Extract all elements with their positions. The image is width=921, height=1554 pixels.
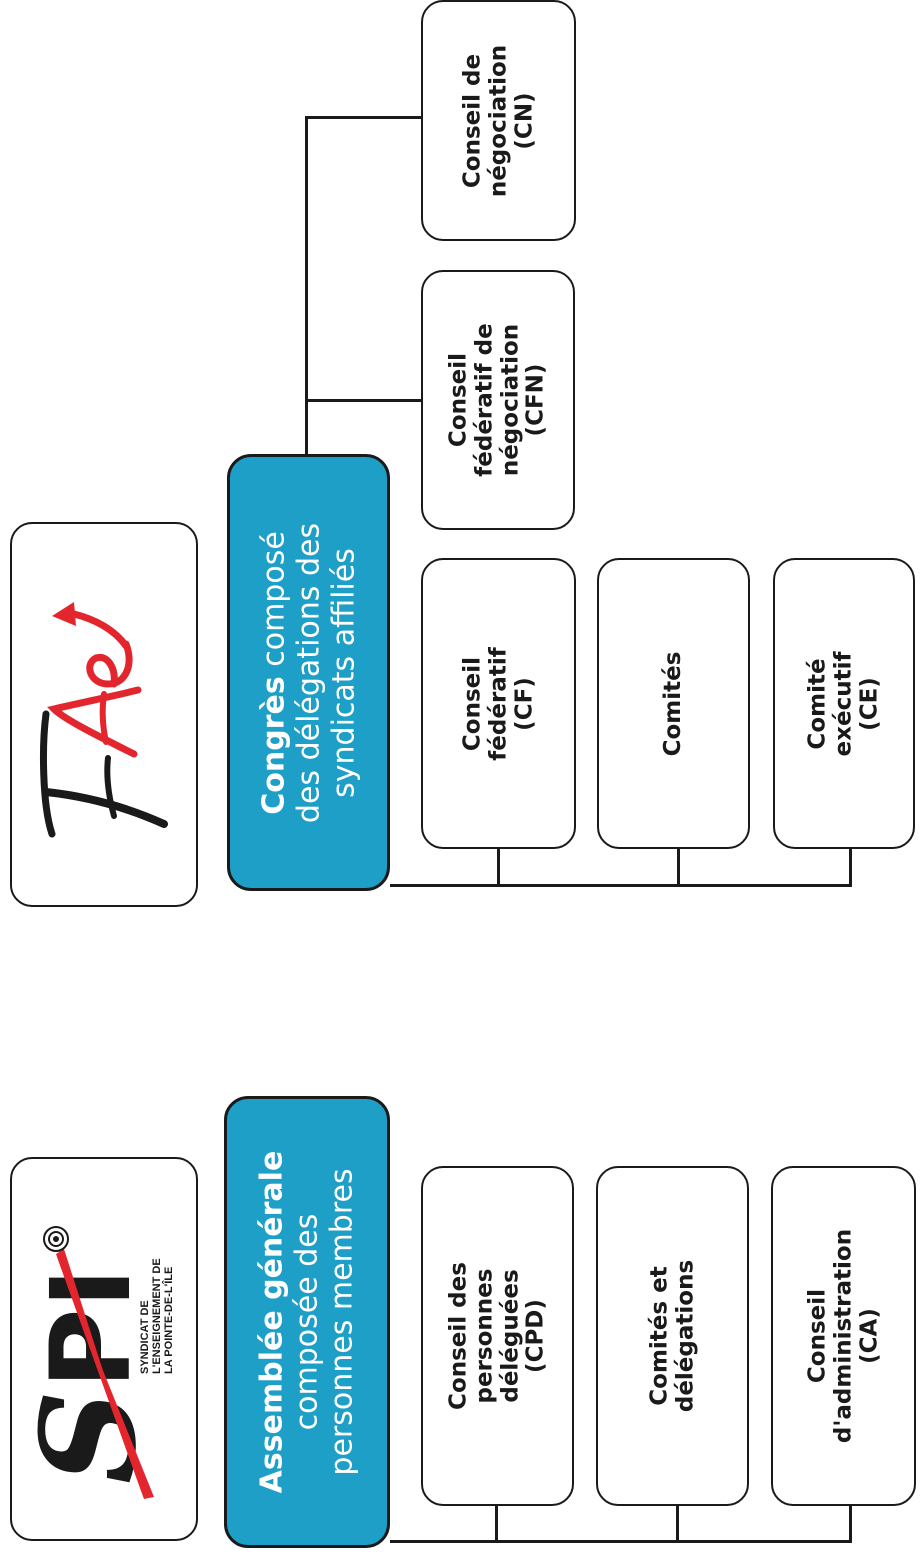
fae-cfn-line3: négociation [497, 323, 523, 477]
spi-logo-line1: SYNDICAT DE [139, 1300, 151, 1374]
spi-bus-line [390, 1540, 852, 1543]
fae-cn-line3: (CN) [510, 91, 537, 150]
spi-logo-pi: PI [27, 1267, 155, 1389]
fae-ce-line1: Comité [804, 657, 831, 750]
fae-bottom-connector-2 [677, 847, 680, 886]
fae-main-title: Congrès [255, 675, 291, 815]
fae-cfn-line1: Conseil [445, 352, 472, 448]
spi-cpd-line1: Conseil des [445, 1262, 471, 1410]
fae-ce-line3: (CE) [855, 676, 882, 731]
spi-main-title: Assemblée générale [254, 1150, 290, 1494]
spi-connector-2 [676, 1504, 679, 1542]
fae-congres-box: Congrès composé des délégations des synd… [227, 454, 390, 891]
fae-comites-line1: Comités [659, 651, 686, 756]
fae-cfn-line4: (CFN) [522, 363, 549, 437]
fae-logo-icon [40, 602, 168, 838]
spi-logo-box: S PI SYNDICAT DE L'ENSEIGNEMENT DE LA PO… [10, 1157, 198, 1541]
spi-main-text: Assemblée générale composée des personne… [254, 1151, 359, 1494]
fae-comites-box: Comités [597, 558, 750, 849]
fae-top-vertical-line [305, 116, 308, 456]
spi-connector-1 [495, 1504, 498, 1542]
spi-logo-line3: LA POINTE-DE-L'ÎLE [162, 1267, 175, 1374]
fae-cn-line2: négociation [484, 44, 511, 197]
spi-assemblee-generale-box: Assemblée générale composée des personne… [224, 1096, 390, 1548]
fae-top-connector-cn [305, 116, 422, 119]
fae-main-line1: des délégations des [290, 522, 326, 823]
fae-cf-box: Conseil fédératif (CF) [421, 558, 576, 849]
fae-main-title-suffix: composé [255, 530, 291, 676]
spi-connector-3 [849, 1504, 852, 1542]
fae-logo-box [10, 522, 198, 907]
fae-bottom-connector-1 [497, 847, 500, 886]
spi-cpd-line3: déléguées [496, 1269, 523, 1403]
spi-ca-line2: d'administration [829, 1228, 856, 1444]
fae-ce-box: Comité exécutif (CE) [773, 558, 915, 849]
fae-cf-line3: (CF) [510, 676, 537, 731]
fae-top-connector-cfn [305, 399, 422, 402]
spi-logo-line2: L'ENSEIGNEMENT DE [151, 1258, 163, 1374]
spi-comites-line1: Comités et [645, 1266, 672, 1406]
fae-cfn-line2: fédératif de [471, 323, 498, 477]
spi-cpd-line2: personnes [470, 1268, 497, 1404]
spi-ca-line1: Conseil [803, 1288, 830, 1384]
fae-bottom-connector-3 [849, 847, 852, 886]
spi-logo-icon: S PI SYNDICAT DE L'ENSEIGNEMENT DE LA PO… [12, 1226, 175, 1499]
fae-cf-line1: Conseil [458, 656, 485, 751]
fae-cn-box: Conseil de négociation (CN) [421, 0, 576, 241]
spi-ca-line3: (CA) [855, 1308, 882, 1364]
fae-ce-line2: exécutif [830, 651, 857, 756]
spi-cpd-line4: (CPD) [522, 1299, 549, 1373]
spi-main-line1: composée des [289, 1213, 325, 1431]
fae-cn-line1: Conseil de [458, 53, 485, 188]
spi-comites-box: Comités et délégations [596, 1166, 749, 1506]
fae-bottom-bus-line [390, 884, 852, 887]
spi-ca-box: Conseil d'administration (CA) [771, 1166, 916, 1506]
fae-cf-line2: fédératif [484, 646, 511, 761]
fae-main-text: Congrès composé des délégations des synd… [256, 522, 361, 822]
fae-cfn-box: Conseil fédératif de négociation (CFN) [421, 270, 575, 530]
spi-comites-line2: délégations [671, 1259, 698, 1413]
fae-main-line2: syndicats affiliés [326, 547, 362, 798]
spi-main-line2: personnes membres [324, 1168, 360, 1476]
spi-cpd-box: Conseil des personnes déléguées (CPD) [421, 1166, 574, 1506]
